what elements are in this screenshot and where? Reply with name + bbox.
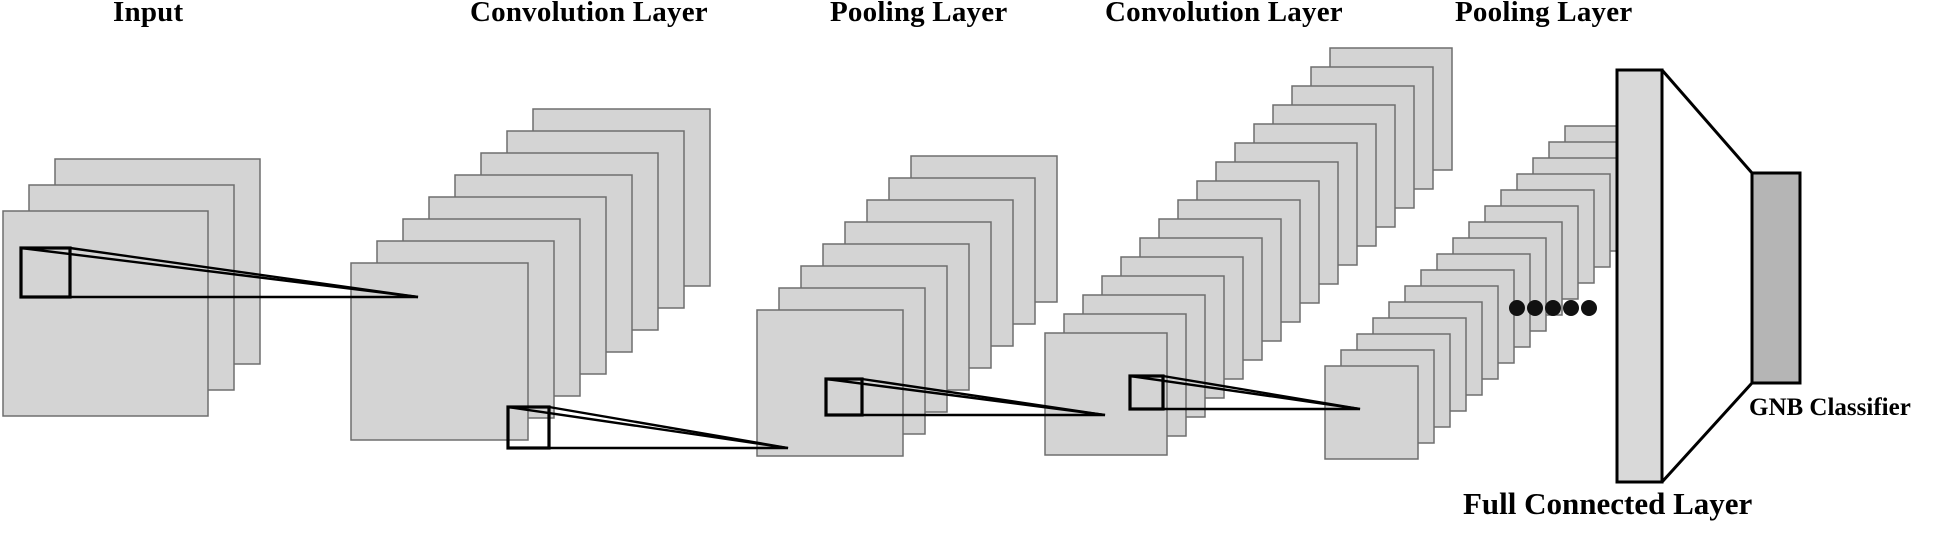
projection-pool1-to-conv2	[824, 377, 1106, 417]
fc-to-gnb-bottom-edge	[1660, 381, 1754, 484]
projection-input-to-conv1	[19, 246, 419, 299]
continuation-dots	[1509, 300, 1597, 316]
dot-5	[1581, 300, 1597, 316]
layer-title-conv2: Convolution Layer	[1105, 0, 1343, 28]
pool2-plane-front	[1324, 365, 1419, 460]
layer-title-input: Input	[113, 0, 184, 28]
layer-title-conv1: Convolution Layer	[470, 0, 708, 28]
dot-2	[1527, 300, 1543, 316]
cone-conv1-pool1-edge	[548, 405, 789, 450]
projection-conv1-to-pool1	[506, 405, 789, 450]
input-receptive-field	[19, 246, 72, 299]
conv2-receptive-field	[1128, 374, 1165, 411]
cone-pool1-conv2-edge	[861, 377, 1106, 417]
layer-input	[2, 158, 261, 417]
conv1-receptive-field	[506, 405, 551, 450]
dot-1	[1509, 300, 1525, 316]
pool1-plane-front	[756, 309, 904, 457]
layer-pool1	[756, 155, 1058, 457]
layer-title-pool1: Pooling Layer	[830, 0, 1008, 28]
dot-4	[1563, 300, 1579, 316]
cone-conv2-pool2-edge	[1162, 374, 1361, 411]
fc-to-gnb-top-edge	[1660, 69, 1754, 174]
full-connected-layer-label: Full Connected Layer	[1463, 486, 1753, 521]
gnb-classifier-bar	[1750, 171, 1802, 385]
gnb-classifier-label: GNB Classifier	[1749, 394, 1911, 421]
fully-connected-bar	[1615, 68, 1664, 484]
fully-connected-block	[1615, 68, 1802, 484]
conv1-plane-front	[350, 262, 529, 441]
cone-input-conv1-edge	[69, 246, 419, 299]
layer-conv1	[350, 108, 711, 441]
conv2-plane-front	[1044, 332, 1168, 456]
pool1-receptive-field	[824, 377, 864, 417]
input-plane-front	[2, 210, 209, 417]
layer-pool2	[1324, 125, 1659, 460]
layer-conv2	[1044, 47, 1453, 456]
layer-title-pool2: Pooling Layer	[1455, 0, 1633, 28]
dot-3	[1545, 300, 1561, 316]
projection-conv2-to-pool2	[1128, 374, 1361, 411]
